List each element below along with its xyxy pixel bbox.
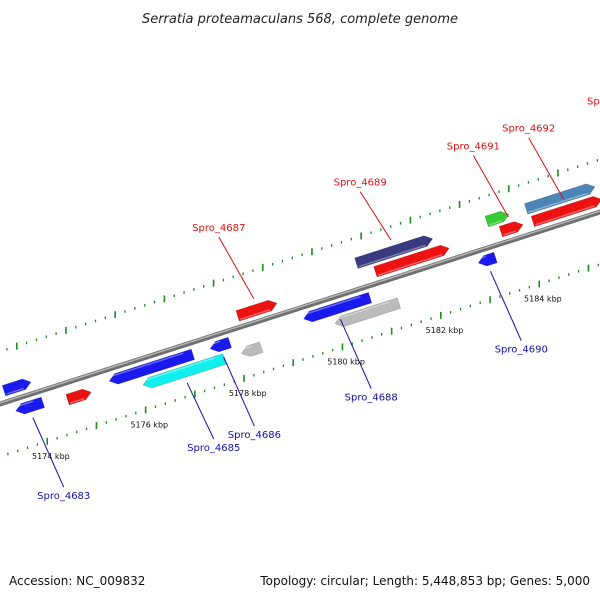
gene-label-leader xyxy=(489,271,522,341)
tick-marks xyxy=(6,159,599,456)
gene-feature-sheen xyxy=(334,301,390,321)
gene-label: Spro_4691 xyxy=(447,141,500,152)
gene-label-leader xyxy=(472,155,509,218)
gene-label: Spro_4685 xyxy=(187,443,240,454)
gene-label-leader xyxy=(223,356,255,427)
gene-label: Spro_4688 xyxy=(345,393,398,404)
gene-feature xyxy=(484,211,510,228)
scale-label: 5178 kbp xyxy=(229,389,267,398)
genome-summary-text: Topology: circular; Length: 5,448,853 bp… xyxy=(259,574,590,588)
gene-feature xyxy=(498,221,524,238)
gene-label: Spro_4690 xyxy=(495,345,548,356)
scale-label: 5174 kbp xyxy=(32,452,70,461)
gene-feature-sheen xyxy=(377,253,443,276)
scale-label: 5180 kbp xyxy=(327,357,365,366)
gene-label-leader xyxy=(359,191,392,241)
gene-label: Spro_4683 xyxy=(37,491,90,502)
gene-feature-sheen xyxy=(143,357,215,382)
gene-label: Spro_4686 xyxy=(228,430,281,441)
gene-feature-sheen xyxy=(489,220,502,226)
scale-label: 5182 kbp xyxy=(426,326,464,335)
scale-labels: 5174 kbp 5176 kbp 5178 kbp 5180 kbp 5182 kbp… xyxy=(32,294,562,460)
gene-feature-sheen xyxy=(358,244,426,268)
gene-feature xyxy=(334,297,401,327)
gene-feature xyxy=(524,183,596,215)
gene-feature xyxy=(477,251,498,267)
gene-feature-sheen xyxy=(210,340,221,346)
gene-labels: Spro_4683Spro_4685Spro_4686Spro_4687Spro… xyxy=(32,97,600,502)
gene-label: Spro_4692 xyxy=(502,124,555,135)
scale-label: 5176 kbp xyxy=(130,420,168,429)
gene-feature xyxy=(354,235,434,269)
gene-features xyxy=(1,183,600,415)
gene-label-leader xyxy=(528,137,565,200)
gene-feature xyxy=(241,341,264,357)
gene-feature-sheen xyxy=(239,309,271,320)
gene-feature-sheen xyxy=(303,295,361,316)
gene-feature xyxy=(65,388,92,406)
gene-feature-sheen xyxy=(6,387,25,395)
gene-label-leader xyxy=(339,319,372,389)
gene-feature-sheen xyxy=(69,397,85,404)
gene-feature-sheen xyxy=(535,205,595,226)
accession-text: Accession: NC_009832 xyxy=(9,574,145,588)
gene-label: Spro_4689 xyxy=(334,178,387,189)
gene-label-leader xyxy=(218,236,255,299)
gene-feature xyxy=(530,196,600,228)
gene-feature xyxy=(108,348,195,385)
gene-feature-sheen xyxy=(528,192,588,213)
gene-feature-sheen xyxy=(503,230,517,236)
scale-label: 5184 kbp xyxy=(524,294,562,303)
gene-feature xyxy=(209,336,232,353)
gene-feature xyxy=(235,299,278,322)
gene-label-leader xyxy=(186,382,215,440)
map-title: Serratia proteamaculans 568, complete ge… xyxy=(142,12,458,27)
genome-backbone xyxy=(0,209,600,407)
gene-feature xyxy=(373,244,450,278)
gene-feature-sheen xyxy=(241,345,252,350)
gene-feature-sheen xyxy=(109,352,184,378)
gene-label: Spro_4693 xyxy=(587,97,600,108)
backbone-line xyxy=(0,209,600,407)
gene-feature xyxy=(15,396,45,415)
gene-feature xyxy=(1,378,32,397)
backbone-highlight xyxy=(0,210,600,404)
gene-label: Spro_4687 xyxy=(192,223,245,234)
gene-feature-sheen xyxy=(478,255,487,260)
gene-feature-sheen xyxy=(15,400,34,408)
gene-feature xyxy=(303,292,373,323)
gene-label-leader xyxy=(32,417,65,488)
